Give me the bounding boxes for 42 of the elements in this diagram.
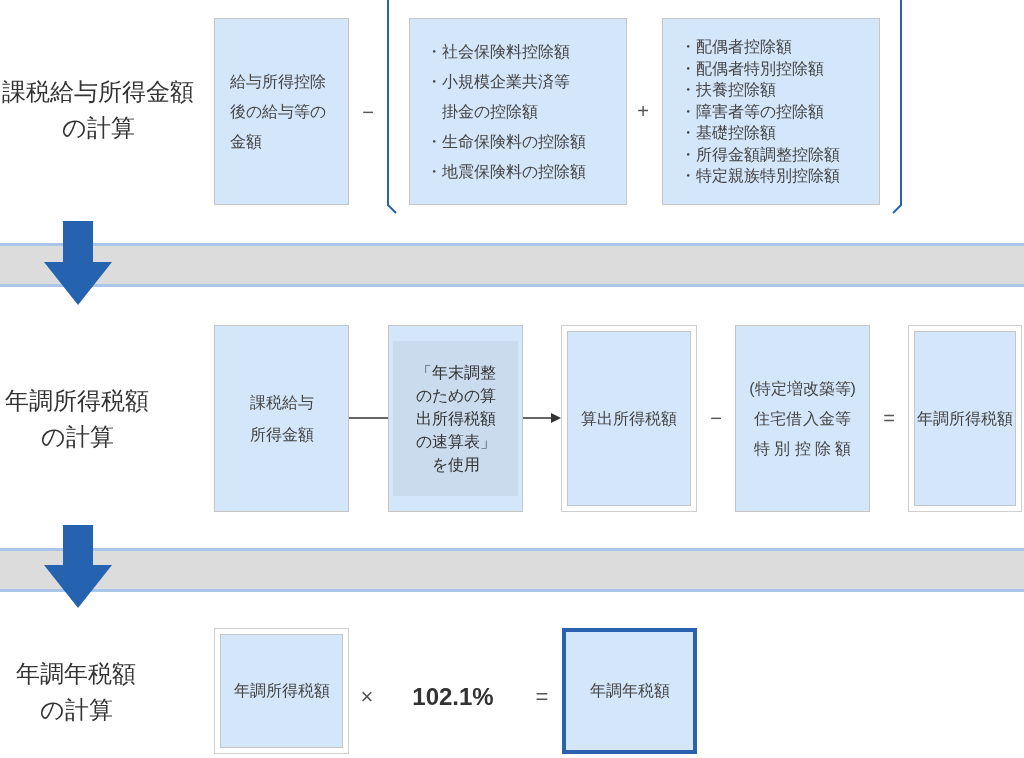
double-border-box <box>214 628 349 754</box>
operator-sign: − <box>362 102 374 122</box>
list-item: ・障害者等の控除額 <box>680 101 824 122</box>
list-item: ・基礎控除額 <box>680 123 776 144</box>
row-heading: 課税給与所得金額の計算 <box>1 74 195 146</box>
operator-sign: = <box>883 408 895 428</box>
list-item: ・地震保険料の控除額 <box>426 161 586 182</box>
term-text: 給与所得控除後の給与等の金額 <box>230 71 327 152</box>
list-item: ・所得金額調整控除額 <box>680 144 840 165</box>
term-text: 算出所得税額 <box>581 408 677 429</box>
row-heading: 年調所得税額の計算 <box>4 383 150 455</box>
operator-sign: − <box>710 408 722 428</box>
term-box <box>735 325 870 512</box>
list-item: ・小規模企業共済等掛金の控除額 <box>426 71 571 122</box>
arrow <box>522 413 561 423</box>
list-item: ・社会保険料控除額 <box>426 41 570 62</box>
row-heading: 年調年税額の計算 <box>15 656 137 728</box>
term-box <box>214 18 349 205</box>
connector-line <box>348 417 389 419</box>
list-item: ・特定親族特別控除額 <box>680 166 840 187</box>
term-text: 年調所得税額 <box>233 681 330 701</box>
double-border-box <box>908 325 1022 512</box>
term-text: (特定増改築等) <box>749 378 856 399</box>
result-box <box>562 628 697 754</box>
list-item: ・扶養控除額 <box>680 80 776 101</box>
list-item: ・配偶者控除額 <box>680 37 792 58</box>
term-box <box>214 325 349 512</box>
term-text: 年調所得税額 <box>917 408 1013 429</box>
operator-sign: + <box>637 101 649 121</box>
percentage-value: 102.1% <box>412 685 494 709</box>
shaded-panel-box <box>388 325 523 512</box>
term-text: 住宅借入金等特別控除額 <box>754 408 851 459</box>
term-text: 「年末調整のための算出所得税額の速算表」を使用 <box>415 363 496 475</box>
list-item: ・配偶者特別控除額 <box>680 58 824 79</box>
deduction-list-box <box>409 18 627 205</box>
deduction-list-box <box>662 18 880 205</box>
term-text: 課税給与所得金額 <box>249 392 314 445</box>
term-text: 年調年税額 <box>589 681 670 701</box>
operator-sign: × <box>360 686 374 708</box>
list-item: ・生命保険料の控除額 <box>426 131 586 152</box>
double-border-box <box>561 325 697 512</box>
operator-sign: = <box>535 686 549 708</box>
